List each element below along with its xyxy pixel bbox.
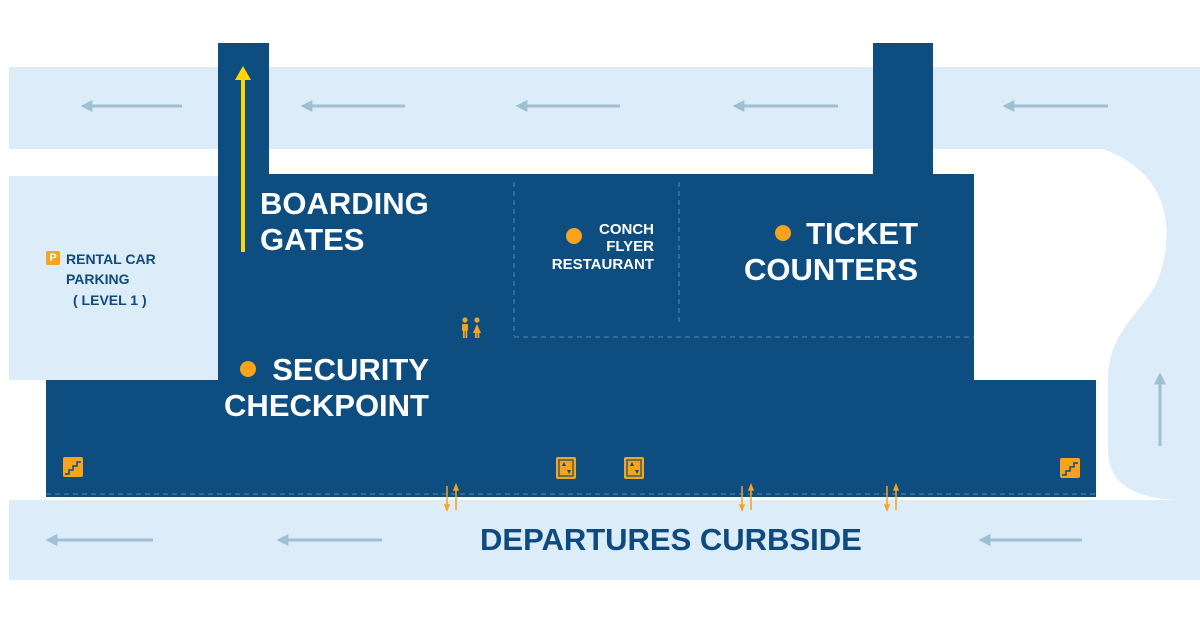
- security-checkpoint-marker: [240, 361, 256, 377]
- restaurant-marker: [566, 228, 582, 244]
- traffic-arrows: [45, 100, 1166, 546]
- rental-car-parking-area: [9, 176, 219, 380]
- entrance-door-icon: [738, 482, 755, 513]
- elevator-icon: [556, 457, 576, 479]
- departures-curbside-label: DEPARTURES CURBSIDE: [480, 522, 862, 557]
- entrance-doors: [443, 482, 900, 513]
- restroom-icon: [462, 317, 481, 338]
- boarding-gates-arrow-head: [235, 66, 251, 80]
- terminal-floorplan: [46, 43, 1096, 497]
- stairs-icon: [63, 457, 83, 477]
- stairs-icon: [1060, 458, 1080, 478]
- rental-car-parking-label: RENTAL CAR PARKING ( LEVEL 1 ): [66, 251, 156, 308]
- ticket-counters-label: TICKET COUNTERS: [744, 216, 918, 287]
- ticket-counters-marker: [775, 225, 791, 241]
- security-checkpoint-label: SECURITY CHECKPOINT: [224, 352, 429, 423]
- elevator-icon: [624, 457, 644, 479]
- terminal-building: [46, 43, 1096, 497]
- boarding-gates-label: BOARDING GATES: [260, 186, 429, 257]
- restaurant-label: CONCH FLYER RESTAURANT: [551, 221, 654, 273]
- entrance-door-icon: [443, 482, 460, 513]
- upper-road: [9, 67, 1200, 149]
- connector-road: [1100, 67, 1200, 500]
- entrance-door-icon: [883, 482, 900, 513]
- parking-badge-icon: P: [46, 251, 60, 265]
